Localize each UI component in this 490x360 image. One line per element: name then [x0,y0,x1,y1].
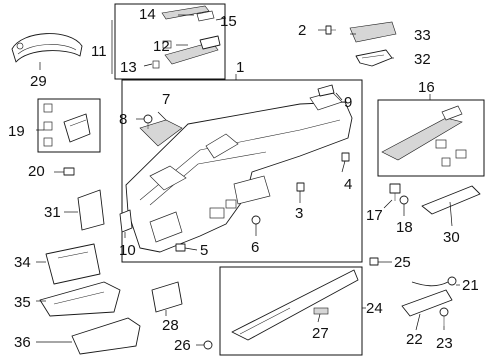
frame-group-24 [219,266,363,356]
callout-labels: 1 2 3 4 5 6 7 8 9 10 11 12 13 14 15 16 1… [8,6,479,354]
callout-23: 23 [436,335,453,352]
strip-30-part [421,185,481,215]
callout-2: 2 [298,22,306,39]
callout-14: 14 [139,6,156,23]
frame-group-19 [37,98,101,153]
lid-28-part [151,281,183,313]
callout-15: 15 [220,13,237,30]
cluster-hood-part [11,33,83,63]
callout-26: 26 [174,337,191,354]
grille-33-part [349,21,397,67]
clip-3-part [296,182,305,203]
callout-27: 27 [312,325,329,342]
bracket-22-part [401,289,453,317]
callout-12: 12 [153,38,170,55]
leader-lines [36,14,460,343]
clip-4-part [341,152,350,162]
callout-5: 5 [200,242,208,259]
callout-24: 24 [366,300,383,317]
bolt-23-part [439,307,449,326]
washer-18-part [399,195,409,205]
panel-31-part [77,189,105,231]
grille-7-part [139,119,183,147]
screw-26-part [196,340,213,350]
callout-33: 33 [414,27,431,44]
vent-19-part [43,103,91,147]
tray-36-part [71,317,141,355]
callout-3: 3 [295,205,303,222]
frame-main-panel [121,79,363,263]
callout-18: 18 [396,219,413,236]
callout-20: 20 [28,163,45,180]
bracket-10-part [119,209,133,233]
callout-16: 16 [418,79,435,96]
instrument-panel-part [125,91,353,253]
callout-32: 32 [414,51,431,68]
frame-group-11 [114,3,226,80]
callout-13: 13 [120,59,137,76]
bolt-17-part [389,183,401,201]
callout-22: 22 [406,331,423,348]
callout-7: 7 [162,91,170,108]
callout-29: 29 [30,73,47,90]
clip-25-part [369,257,379,266]
callout-34: 34 [14,254,31,271]
screw-2-part [318,25,336,35]
callout-28: 28 [162,317,179,334]
callout-11: 11 [91,43,107,60]
vent-panel-part [152,35,221,69]
bracket-34-part [45,243,101,285]
clip-5-part [175,243,186,252]
callout-21: 21 [462,277,479,294]
reinforcement-35-part [39,281,121,317]
plug-20-part [63,167,75,176]
trim-strip-part [161,5,215,22]
callout-30: 30 [443,229,460,246]
emblem-27-part [313,307,329,315]
callout-1: 1 [236,59,244,76]
callout-10: 10 [119,242,136,259]
clip-9-part [317,84,335,97]
callout-6: 6 [251,239,259,256]
rivet-6-part [251,215,261,236]
frame-group-16 [377,99,485,177]
callout-9: 9 [344,94,352,111]
callout-25: 25 [394,254,411,271]
callout-17: 17 [366,207,383,224]
callout-4: 4 [344,176,352,193]
callout-36: 36 [14,334,31,351]
callout-19: 19 [8,123,25,140]
callout-35: 35 [14,294,31,311]
cable-21-part [411,276,457,287]
trim-24-part [231,269,359,341]
trim-16-part [381,105,467,167]
callout-8: 8 [119,111,127,128]
callout-31: 31 [44,204,61,221]
